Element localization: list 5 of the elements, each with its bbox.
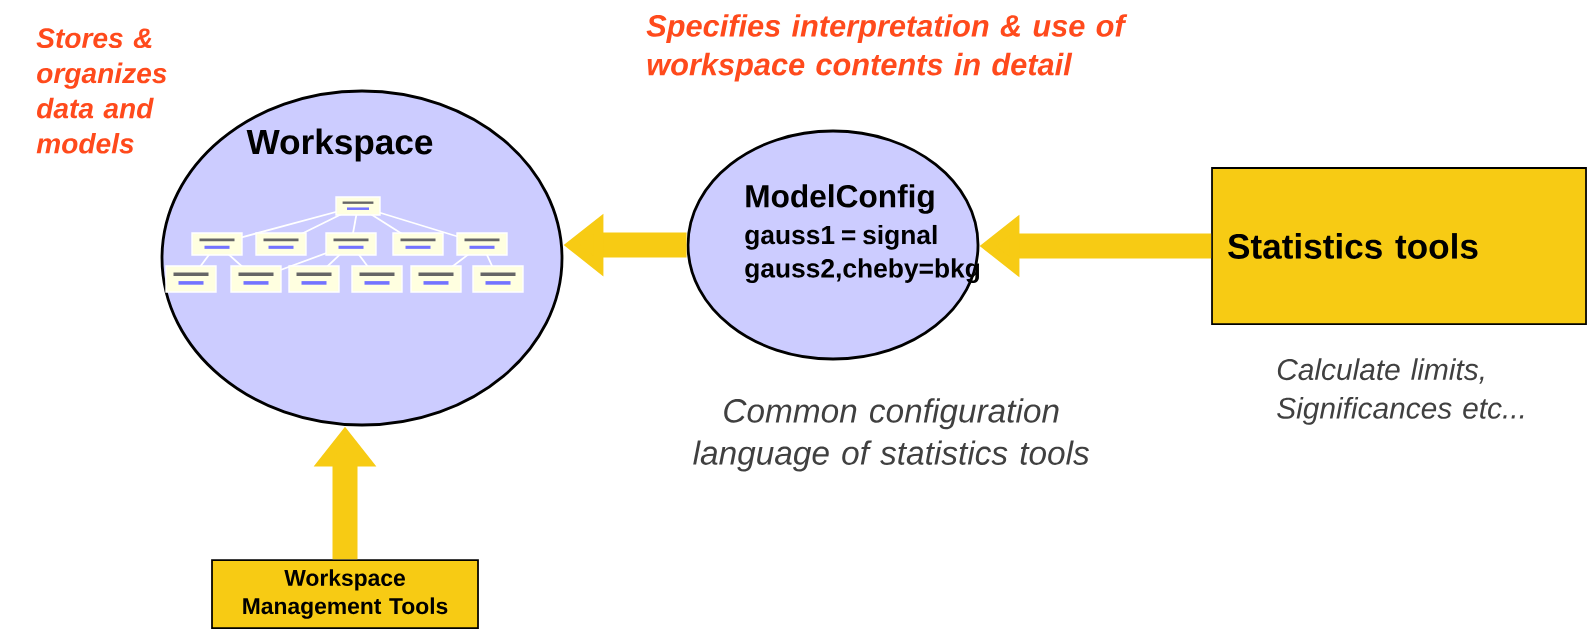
annotation-text: Common configuration language of statistics tools — [693, 398, 1090, 472]
annotation-text: Calculate limits, Significances etc... — [1277, 358, 1524, 425]
annotation-text: Specifies interpretation & use of workspace contents in detail — [646, 14, 1128, 82]
tool-box: Workspace Management Tools — [211, 559, 479, 629]
tool-box: Statistics tools — [1211, 167, 1587, 325]
